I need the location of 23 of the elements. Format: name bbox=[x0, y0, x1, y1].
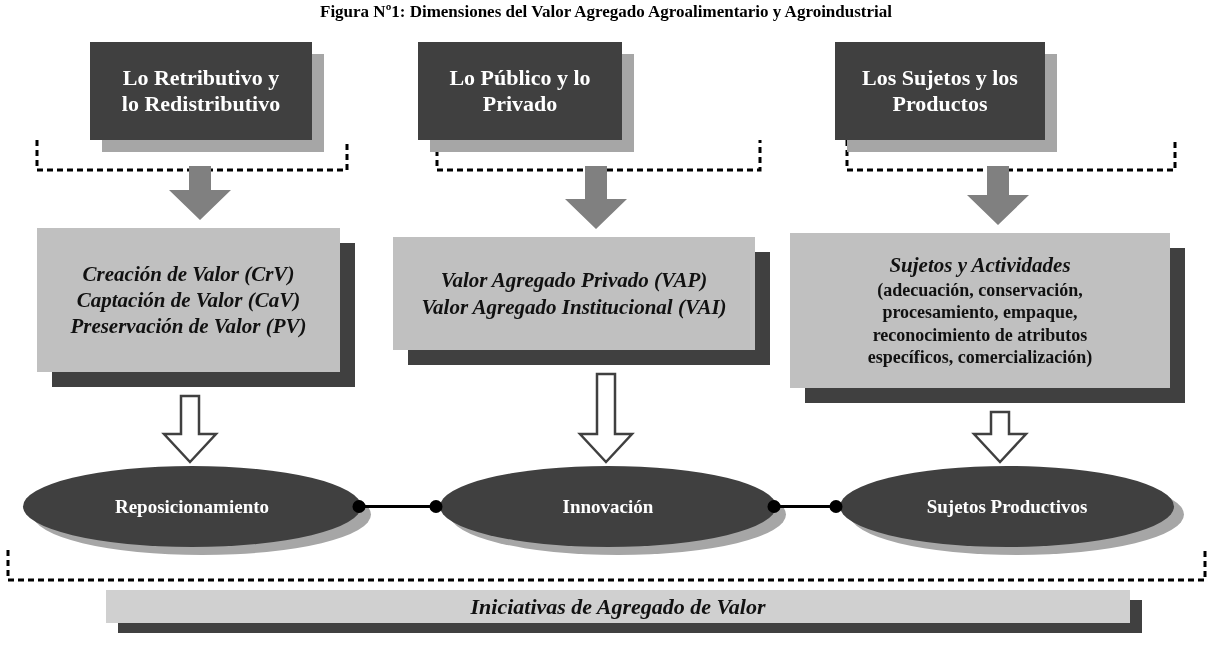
block-arrow bbox=[169, 166, 231, 220]
box-text: Los Sujetos y los Productos bbox=[861, 64, 1019, 118]
box-text: Captación de Valor (CaV) bbox=[76, 286, 301, 314]
box-text: Valor Agregado Privado (VAP) bbox=[440, 267, 708, 294]
box-text: Sujetos y Actividades bbox=[889, 252, 1071, 279]
hollow-arrow bbox=[577, 372, 635, 464]
ellipse-label: Innovación bbox=[562, 495, 654, 518]
box-text: Lo Retributivo y lo Redistributivo bbox=[120, 64, 282, 118]
activity-list: (adecuación, conservación, procesamiento, empaque, reconocimiento de atributos específicos, comercialización) bbox=[790, 278, 1170, 369]
box-text: Iniciativas de Agregado de Valor bbox=[470, 593, 766, 620]
box-text: Creación de Valor (CrV) bbox=[82, 260, 295, 287]
box-text: Lo Público y lo Privado bbox=[448, 64, 592, 118]
box-text: Valor Agregado Institucional (VAI) bbox=[421, 293, 727, 320]
hollow-arrow bbox=[971, 410, 1029, 464]
hollow-arrow bbox=[161, 394, 219, 464]
block-arrow bbox=[565, 166, 627, 229]
ellipse-label: Sujetos Productivos bbox=[926, 495, 1088, 518]
figure-title: Figura Nº1: Dimensiones del Valor Agregado Agroalimentario y Agroindustrial bbox=[319, 2, 893, 22]
ellipse-label: Reposicionamiento bbox=[114, 495, 270, 518]
box-text: Preservación de Valor (PV) bbox=[70, 313, 307, 340]
dot-connector bbox=[352, 500, 443, 513]
block-arrow bbox=[967, 166, 1029, 225]
dot-connector bbox=[767, 500, 843, 513]
